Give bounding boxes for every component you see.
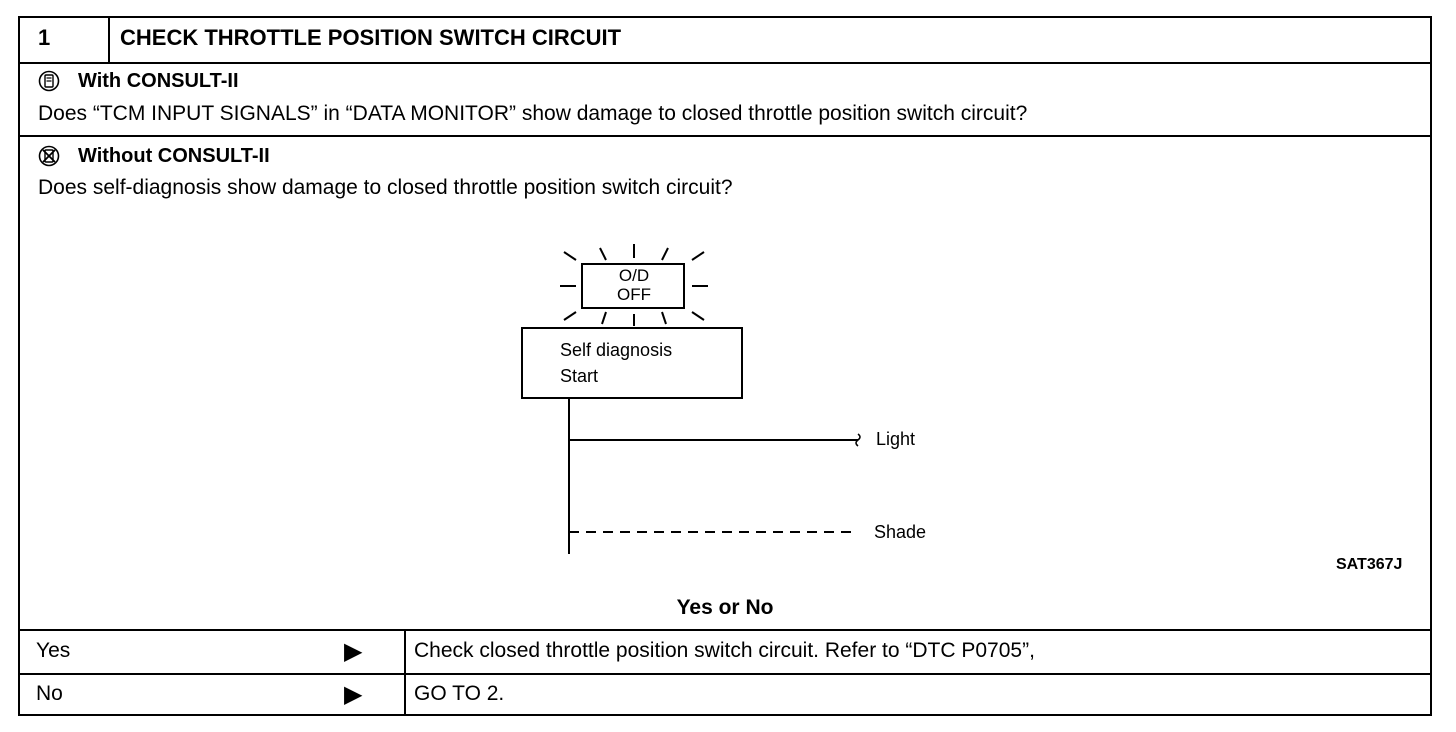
step-title: CHECK THROTTLE POSITION SWITCH CIRCUIT (120, 25, 622, 50)
answer-label: Yes (36, 639, 71, 662)
step-number: 1 (38, 25, 51, 50)
self-diagnosis-label: Self diagnosis (560, 340, 673, 360)
consult-tool-icon (38, 70, 60, 97)
self-diagnosis-diagram: O/D OFF Self diagnosis Start Light Shade… (20, 18, 1430, 714)
without-consult-heading: Without CONSULT-II (78, 145, 270, 167)
start-label: Start (560, 366, 599, 386)
yes-or-no-label: Yes or No (676, 596, 774, 619)
with-consult-heading: With CONSULT-II (78, 70, 239, 92)
light-label: Light (876, 429, 916, 449)
figure-code: SAT367J (1336, 556, 1403, 573)
diagram-lines (521, 244, 861, 554)
with-consult-question: Does “TCM INPUT SIGNALS” in “DATA MONITO… (38, 102, 1028, 125)
with-consult-bottom-rule (20, 135, 1430, 137)
header-bottom-rule (20, 62, 1430, 64)
answer-row-no: No ▶ GO TO 2. (20, 675, 1430, 714)
arrow-icon: ▶ (344, 681, 363, 708)
no-consult-tool-icon (38, 145, 60, 172)
indicator-label-line2: OFF (617, 285, 651, 304)
diagnostic-procedure-table: 1 CHECK THROTTLE POSITION SWITCH CIRCUIT… (18, 16, 1432, 716)
without-consult-question: Does self-diagnosis show damage to close… (38, 176, 733, 199)
answer-row-yes: Yes ▶ Check closed throttle position swi… (20, 631, 1430, 672)
answer-label: No (36, 682, 63, 705)
shade-label: Shade (874, 522, 927, 542)
header-divider (108, 18, 110, 62)
arrow-icon: ▶ (344, 638, 363, 665)
answer-action: GO TO 2. (414, 682, 505, 705)
indicator-label-line1: O/D (618, 266, 650, 285)
answers-top-rule (20, 629, 1430, 631)
answer-action: Check closed throttle position switch ci… (414, 639, 1035, 662)
answers-middle-rule (20, 673, 1430, 675)
answers-divider (404, 629, 406, 716)
